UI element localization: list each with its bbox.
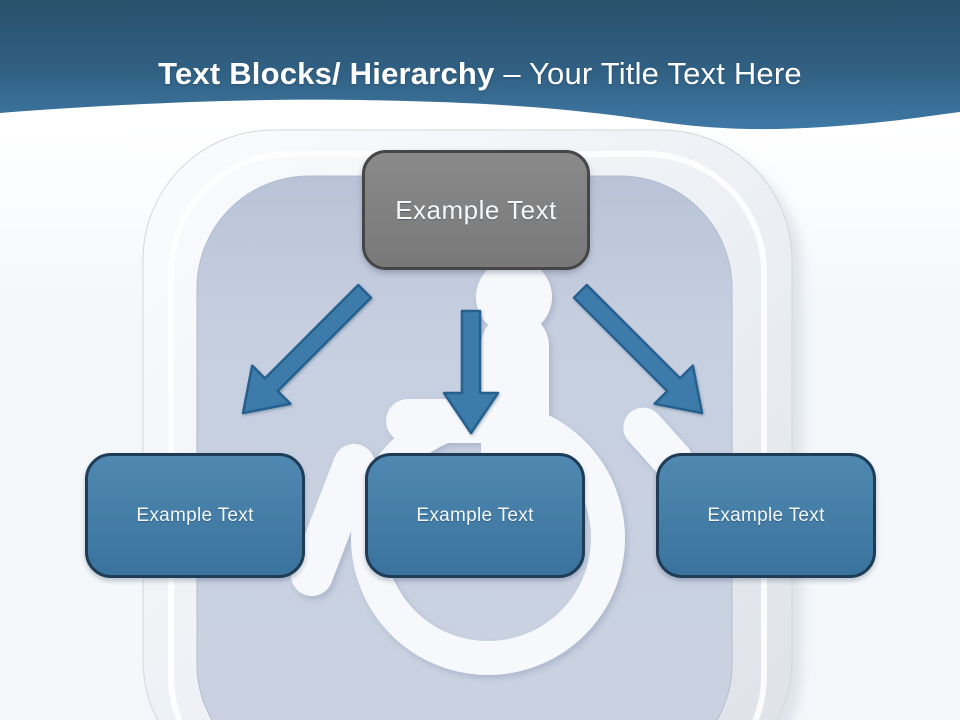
title-secondary: – Your Title Text Here [494,56,802,91]
child-box-2-label: Example Text [416,504,534,526]
wheelchair-head [476,259,552,335]
hierarchy-child-box-3: Example Text [656,453,876,578]
arrow-to-child-3 [572,283,704,415]
wheelchair-thigh [386,399,536,443]
child-box-1-label: Example Text [136,504,254,526]
child-box-3-label: Example Text [707,504,825,526]
arrow-to-child-1 [241,283,373,415]
hierarchy-root-box: Example Text [362,150,590,270]
root-box-label: Example Text [395,194,557,225]
hierarchy-child-box-1: Example Text [85,453,305,578]
title-primary: Text Blocks/ Hierarchy [158,56,495,91]
hierarchy-child-box-2: Example Text [365,453,585,578]
arrow-to-child-2 [442,309,500,435]
slide-title: Text Blocks/ Hierarchy – Your Title Text… [0,53,960,95]
